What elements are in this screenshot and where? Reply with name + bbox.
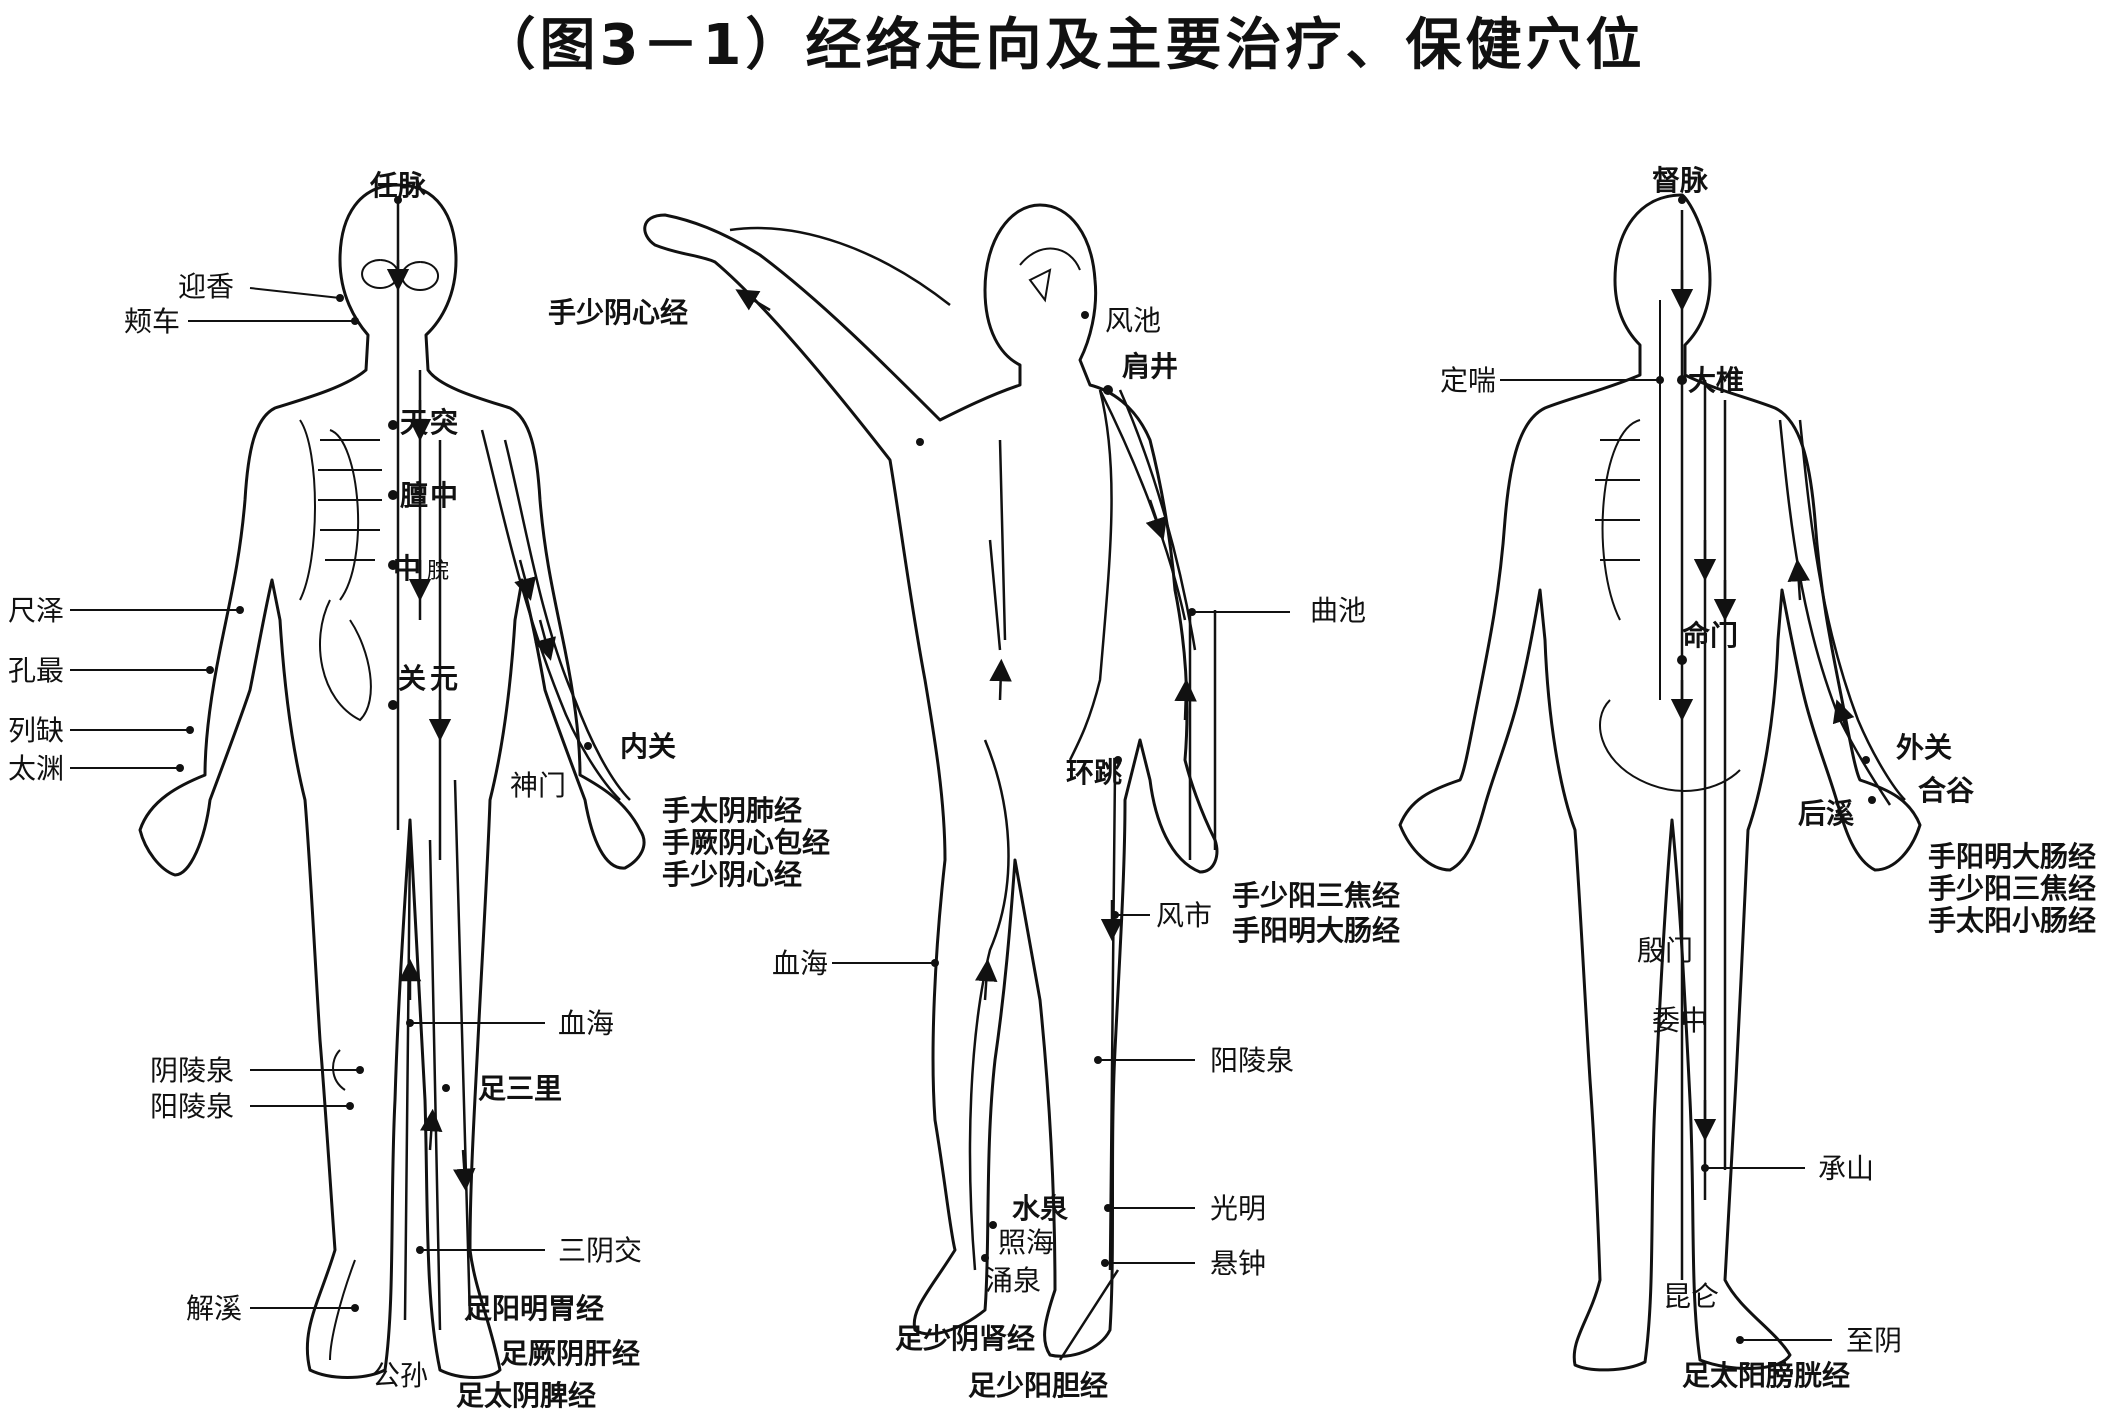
label-zhongwan-a: 中 [393, 552, 421, 585]
label-yinmen: 殷门 [1637, 934, 1693, 967]
label-zhaohai: 照海 [998, 1226, 1054, 1259]
label-shuiquan: 水泉 [1012, 1192, 1069, 1225]
label-du-mai: 督脉 [1652, 164, 1709, 197]
label-zhongwan-b: 脘 [427, 559, 449, 584]
label-side-leg-gb: 足少阳胆经 [968, 1369, 1108, 1402]
label-front-arm-3: 手少阴心经 [662, 858, 802, 891]
label-guanyuan-a: 关 [398, 662, 426, 695]
diagram-title: （图3－1）经络走向及主要治疗、保健穴位 [479, 13, 1646, 78]
label-back-leg-bladder: 足太阳膀胱经 [1682, 1359, 1850, 1392]
label-front-yinlingquan: 阴陵泉 [150, 1054, 234, 1087]
label-side-leg-kidney: 足少阴肾经 [895, 1322, 1035, 1355]
label-xuanzhong: 悬钟 [1210, 1247, 1266, 1280]
label-front-yanglingquan: 阳陵泉 [150, 1090, 234, 1123]
label-kunlun: 昆仑 [1663, 1280, 1719, 1313]
label-side-arm-heart: 手少阴心经 [548, 296, 688, 329]
label-back-arm-2: 手少阳三焦经 [1928, 872, 2096, 905]
label-jiexi: 解溪 [186, 1292, 242, 1325]
label-dingchuan: 定喘 [1440, 364, 1496, 397]
label-side-xuehai: 血海 [772, 947, 828, 980]
back-labels: 督脉 定喘 大椎 命门 外关 合谷 后溪 手阳明大肠经 手少阳三焦经 手太阳小肠… [1440, 164, 2096, 1392]
label-quchi: 曲池 [1310, 594, 1366, 627]
label-side-arm-2: 手阳明大肠经 [1232, 914, 1400, 947]
label-guanyuan-b: 元 [430, 662, 458, 695]
label-tiantu-a: 天 [400, 406, 428, 439]
label-danzhong-a: 膻 [400, 479, 428, 512]
front-labels: 任脉 迎香 颊车 天 突 膻 中 中 脘 关 元 尺泽 孔最 列缺 太渊 内关 … [8, 169, 830, 1412]
front-figure [138, 183, 646, 1379]
front-body-outline [138, 183, 646, 1379]
label-shenmen: 神门 [510, 769, 566, 802]
label-fengshi: 风市 [1156, 899, 1212, 932]
label-front-xuehai: 血海 [558, 1007, 614, 1040]
side-figure [643, 203, 1219, 1361]
label-kongzui: 孔最 [8, 654, 64, 687]
label-front-leg-1: 足阳明胃经 [464, 1292, 604, 1325]
label-chize: 尺泽 [8, 594, 64, 627]
label-sanyinjiao: 三阴交 [558, 1234, 642, 1267]
label-back-arm-3: 手太阳小肠经 [1928, 904, 2096, 937]
label-side-arm-1: 手少阳三焦经 [1232, 879, 1400, 912]
back-figure [1398, 193, 1922, 1372]
label-waiguan: 外关 [1896, 731, 1952, 764]
label-houxi: 后溪 [1798, 797, 1855, 830]
label-back-arm-1: 手阳明大肠经 [1928, 840, 2096, 873]
label-front-leg-2: 足厥阴肝经 [500, 1337, 640, 1370]
label-weizhong: 委中 [1652, 1004, 1708, 1037]
label-huantiao: 环跳 [1066, 756, 1122, 789]
label-side-yanglingquan: 阳陵泉 [1210, 1044, 1294, 1077]
label-zusanli: 足三里 [478, 1072, 562, 1105]
side-leaders [832, 311, 1290, 1267]
side-body-outline [643, 203, 1219, 1358]
label-jiache: 颊车 [124, 305, 180, 338]
front-leaders [70, 196, 592, 1312]
label-mingmen: 命门 [1682, 619, 1738, 652]
back-leaders [1500, 196, 1876, 1344]
label-fengchi: 风池 [1105, 304, 1161, 337]
label-jianjing: 肩井 [1122, 350, 1178, 383]
side-labels: 手少阴心经 风池 肩井 曲池 环跳 手少阳三焦经 风市 手阳明大肠经 血海 阳陵… [548, 296, 1400, 1402]
label-hegu: 合谷 [1918, 774, 1975, 807]
label-danzhong-b: 中 [430, 479, 458, 512]
label-yongquan: 涌泉 [985, 1264, 1041, 1297]
label-front-arm-1: 手太阴肺经 [662, 794, 802, 827]
label-guangming: 光明 [1210, 1192, 1266, 1225]
label-lieque: 列缺 [8, 714, 64, 747]
label-gongsun: 公孙 [372, 1359, 428, 1392]
back-body-outline [1398, 193, 1922, 1372]
label-zhiyin: 至阴 [1846, 1324, 1902, 1357]
label-front-leg-3: 足太阴脾经 [456, 1379, 596, 1412]
label-dazhui: 大椎 [1688, 364, 1744, 397]
label-neiguan: 内关 [620, 730, 676, 763]
label-yingxiang: 迎香 [178, 270, 234, 303]
label-ren-mai: 任脉 [369, 169, 427, 202]
label-front-arm-2: 手厥阴心包经 [662, 826, 830, 859]
label-taiyuan: 太渊 [8, 752, 64, 785]
label-tiantu-b: 突 [430, 406, 458, 439]
label-chengshan: 承山 [1818, 1152, 1874, 1185]
